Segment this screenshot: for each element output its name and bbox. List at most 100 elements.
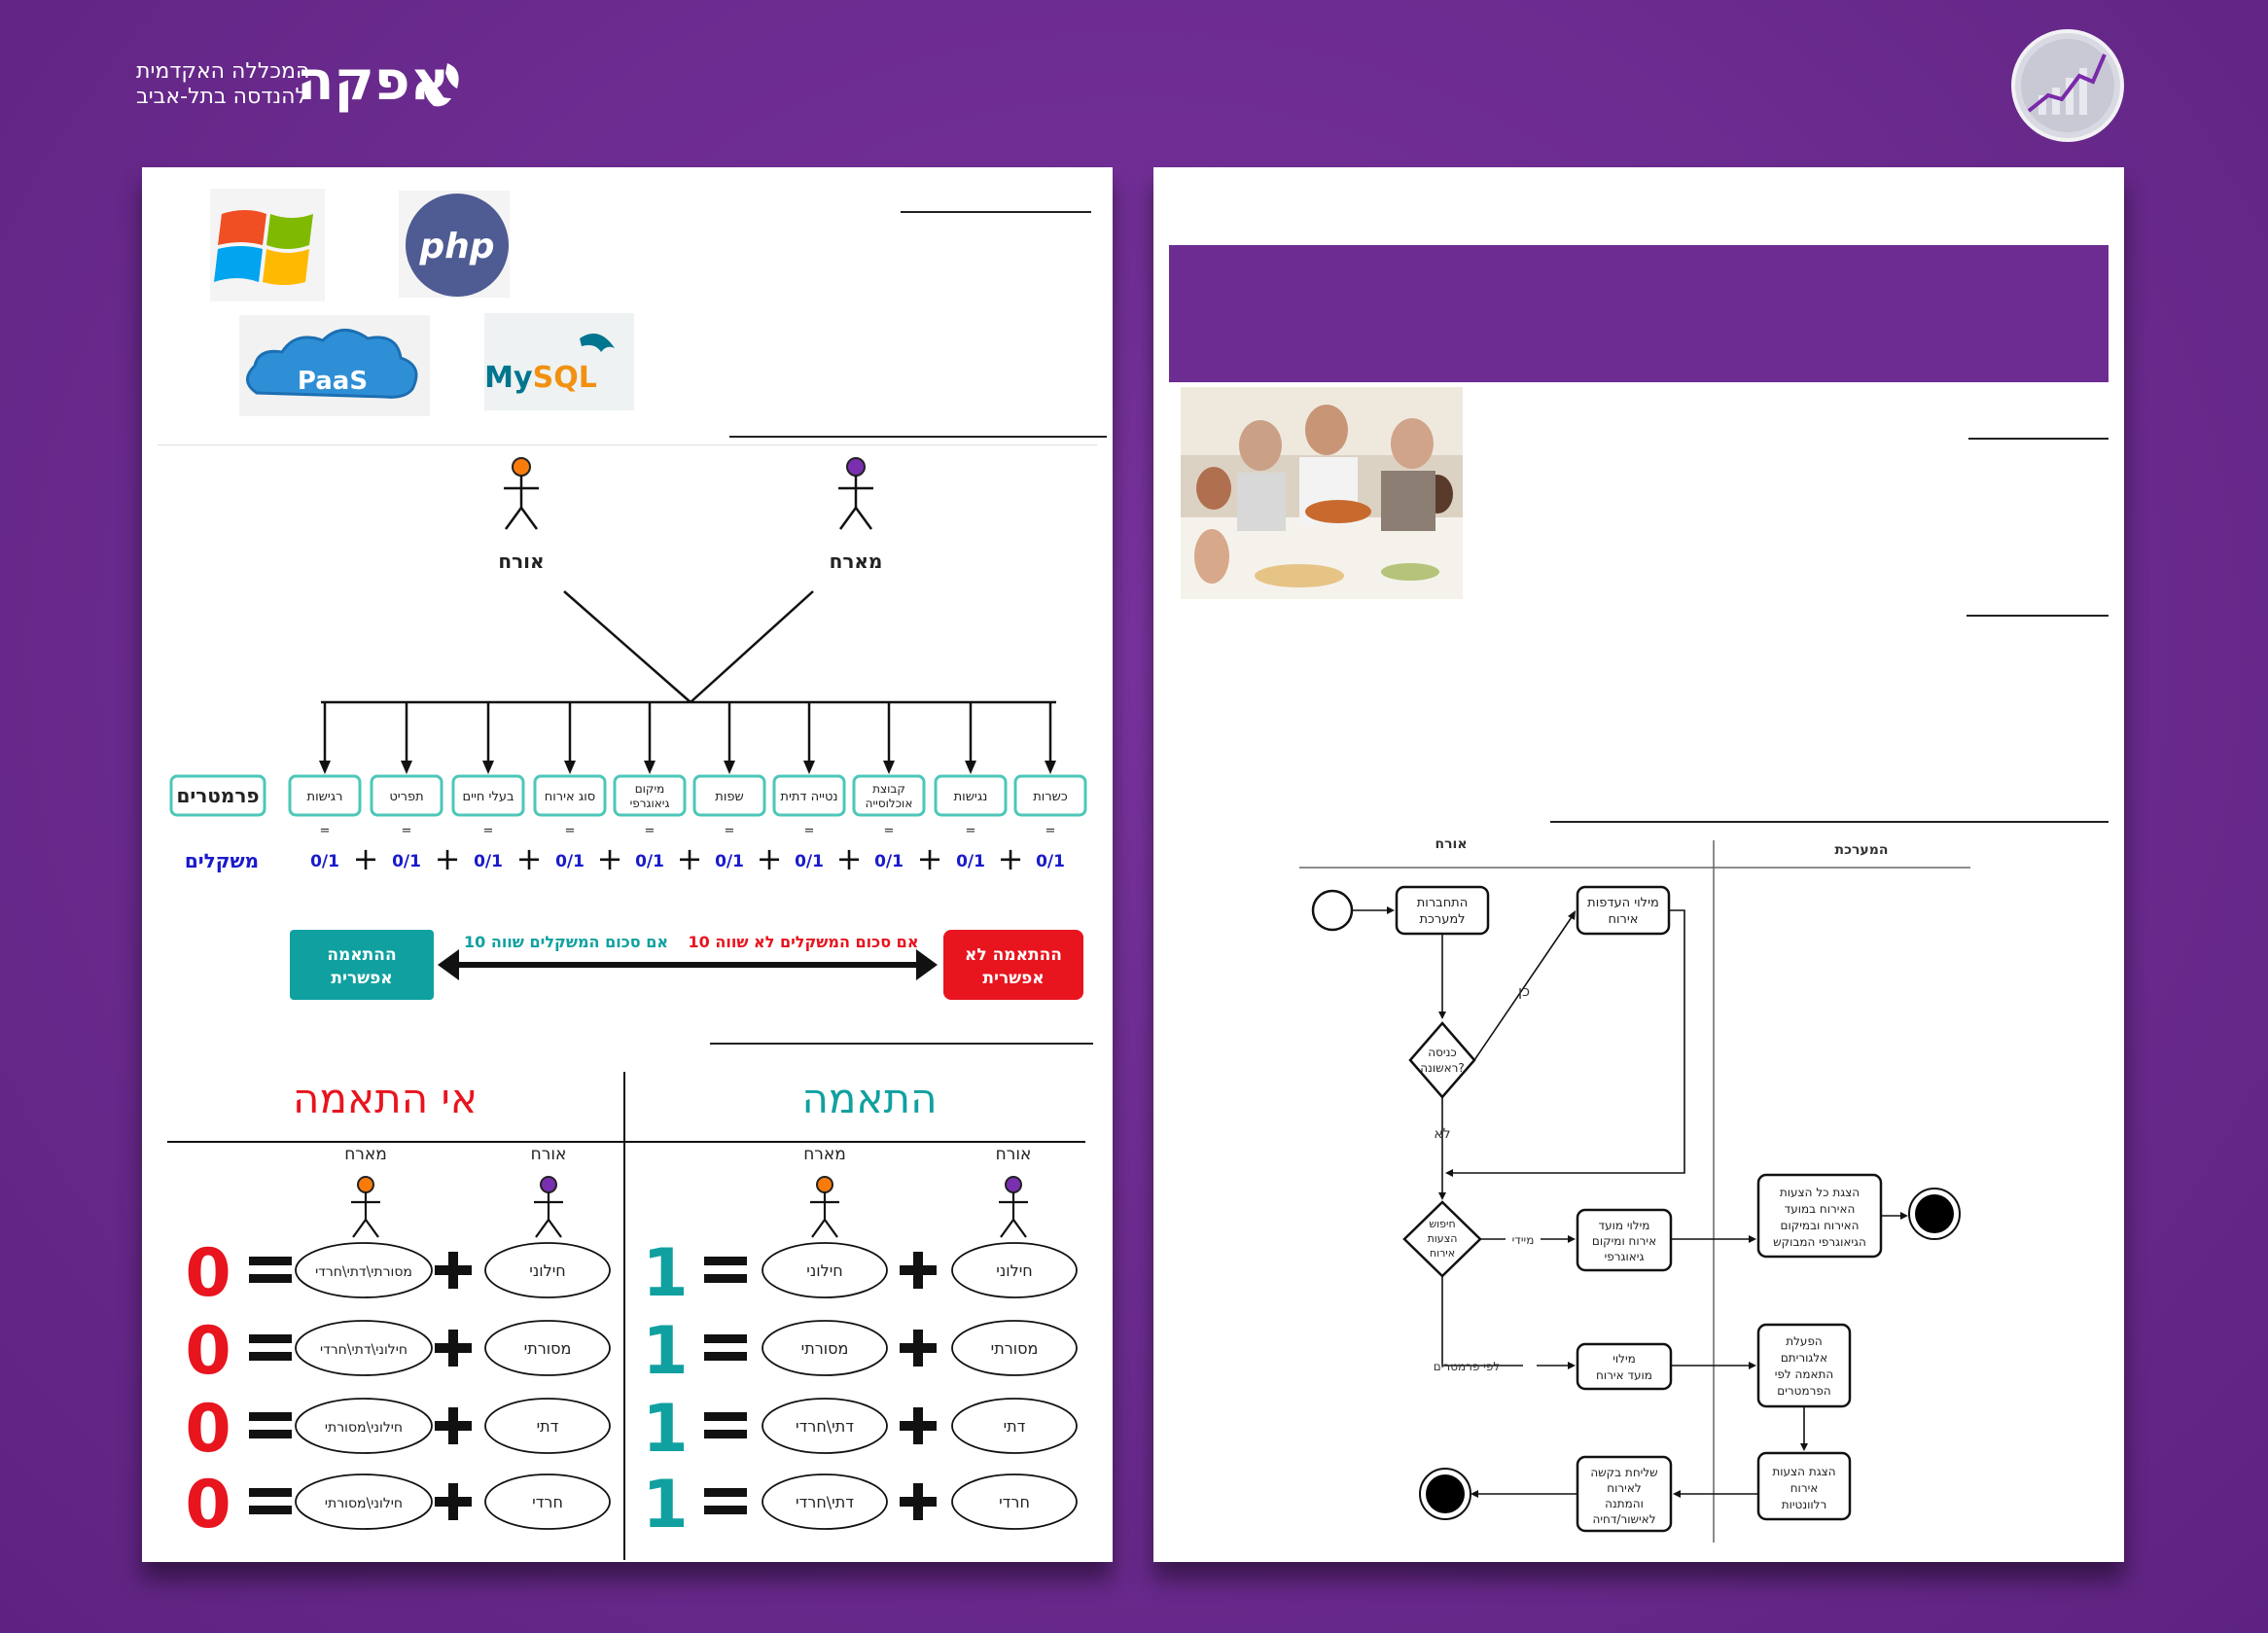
equals-mark: = — [483, 824, 494, 838]
left-poster-panel: php PaaS MySQL אורח מא — [142, 167, 1113, 1562]
match-guest-value: חילוני — [996, 1261, 1032, 1280]
equals-mark: = — [402, 824, 412, 838]
parameter-label-line2: אוכלוסייה — [866, 797, 913, 810]
equals-mark: = — [884, 824, 895, 838]
left-panel-graphics: php PaaS MySQL אורח מא — [167, 189, 1087, 1560]
svg-text:מילוי מועד: מילוי מועד — [1599, 1219, 1650, 1232]
match-impossible-line2: אפשרית — [982, 969, 1044, 988]
logo-name: אפקה — [297, 50, 450, 113]
parameter-label: שפות — [715, 790, 743, 804]
table-actor-label: אורח — [996, 1145, 1032, 1164]
equals-mark: = — [804, 824, 815, 838]
table-actor: אורח — [531, 1145, 566, 1238]
mismatch-guest-value: חילוני — [529, 1261, 565, 1280]
mysql-logo-text: MySQL — [484, 361, 597, 395]
svg-text:אלגוריתם: אלגוריתם — [1781, 1351, 1827, 1365]
match-impossible-box: ההתאמה לא אפשרית — [943, 930, 1083, 1000]
node-first-entry — [1408, 1021, 1476, 1099]
equals-mark: = — [966, 824, 976, 838]
weight-value: 0/1 — [474, 852, 503, 871]
title-band — [1169, 245, 2109, 382]
svg-text:אירוח ומיקום: אירוח ומיקום — [1592, 1234, 1656, 1248]
svg-text:אירוח: אירוח — [1430, 1247, 1455, 1260]
label-no: לא — [1434, 1126, 1450, 1142]
plus-sign: + — [677, 840, 703, 877]
svg-text:הגיאוגרפי המבוקש: הגיאוגרפי המבוקש — [1773, 1235, 1866, 1249]
match-host-value: חילוני — [806, 1261, 842, 1280]
parameter-box: כשרות — [1013, 774, 1087, 817]
lane-guest: אורח — [1435, 836, 1467, 852]
svg-text:לאירוח: לאירוח — [1607, 1481, 1641, 1495]
label-by-params: לפי פרמטרים — [1434, 1360, 1500, 1373]
weight-value: 0/1 — [310, 852, 339, 871]
weight-value: 0/1 — [635, 852, 664, 871]
tree-drop-arrowhead — [803, 761, 815, 774]
logo-subtitle-line1: המכללה האקדמית — [136, 59, 310, 84]
weight-value: 0/1 — [956, 852, 985, 871]
weights-title: משקלים — [185, 849, 259, 872]
tree-line-host — [690, 590, 814, 703]
table-actor: אורח — [996, 1145, 1032, 1238]
windows-logo-icon — [210, 189, 325, 302]
svg-text:והמתנה: והמתנה — [1605, 1497, 1644, 1510]
mismatch-host-value: חילוני\מסורתי — [325, 1420, 403, 1436]
svg-text:אירוח: אירוח — [1609, 912, 1639, 927]
match-result: 1 — [642, 1391, 688, 1468]
tree-drop-arrowhead — [482, 761, 494, 774]
svg-text:שליחת בקשה: שליחת בקשה — [1590, 1466, 1657, 1479]
match-result: 1 — [642, 1313, 688, 1390]
table-actor-label: מארח — [803, 1145, 846, 1164]
parameter-box: נטייה דתית — [772, 774, 846, 817]
equals-mark: = — [320, 824, 331, 838]
plus-sign: + — [998, 840, 1024, 877]
parameter-box: רגישות — [288, 774, 362, 817]
plus-sign: + — [353, 840, 379, 877]
mismatch-host-value: חילוני\מסורתי — [325, 1496, 403, 1511]
parameter-box: בעלי חיים — [451, 774, 525, 817]
heading-rule-4 — [1968, 438, 2109, 440]
mismatch-title: אי התאמה — [293, 1075, 478, 1122]
parameter-box: תפריט — [370, 774, 443, 817]
parameter-box: שפות — [692, 774, 766, 817]
parameter-box: סוג אירוח — [533, 774, 607, 817]
tree-drop-arrows — [319, 702, 1056, 774]
match-result: 1 — [642, 1467, 688, 1544]
table-actor-label: מארח — [344, 1145, 387, 1164]
equals-mark: = — [565, 824, 576, 838]
svg-text:חיפוש: חיפוש — [1429, 1218, 1455, 1230]
equals-mark: = — [725, 824, 735, 838]
parameter-label-line2: גיאוגרפי — [630, 797, 670, 810]
tree-drop-arrowhead — [724, 761, 735, 774]
svg-text:למערכת: למערכת — [1419, 912, 1465, 927]
equals-mark: = — [1045, 824, 1056, 838]
match-guest-value: דתי — [1004, 1417, 1026, 1436]
weight-value: 0/1 — [874, 852, 904, 871]
svg-text:אירוח: אירוח — [1790, 1481, 1819, 1495]
parameter-label-line1: מיקום — [635, 782, 665, 796]
parameters-title: פרמטרים — [176, 784, 259, 807]
heading-rule-3 — [710, 1043, 1093, 1045]
weights-row: =0/1+=0/1+=0/1+=0/1+=0/1+=0/1+=0/1+=0/1+… — [310, 824, 1065, 877]
svg-text:האירוח במועד: האירוח במועד — [1785, 1202, 1856, 1216]
mysql-logo-icon: MySQL — [484, 313, 634, 410]
weight-value: 0/1 — [715, 852, 744, 871]
svg-text:התאמה לפי: התאמה לפי — [1775, 1367, 1834, 1381]
parameter-box: נגישות — [934, 774, 1008, 817]
node-date-location — [1576, 1208, 1673, 1272]
svg-text:לאישור/דחיה: לאישור/דחיה — [1592, 1512, 1655, 1526]
weight-value: 0/1 — [392, 852, 421, 871]
match-host-value: דתי\חרדי — [796, 1493, 854, 1511]
mismatch-result: 0 — [185, 1467, 230, 1544]
label-immediate: מיידי — [1512, 1233, 1535, 1247]
guest-actor-label: אורח — [498, 550, 544, 573]
heading-rule-5 — [1967, 615, 2109, 617]
plus-sign: + — [836, 840, 863, 877]
heading-rule-1 — [901, 211, 1091, 213]
weight-value: 0/1 — [1036, 852, 1065, 871]
match-possible-line2: אפשרית — [331, 969, 392, 988]
